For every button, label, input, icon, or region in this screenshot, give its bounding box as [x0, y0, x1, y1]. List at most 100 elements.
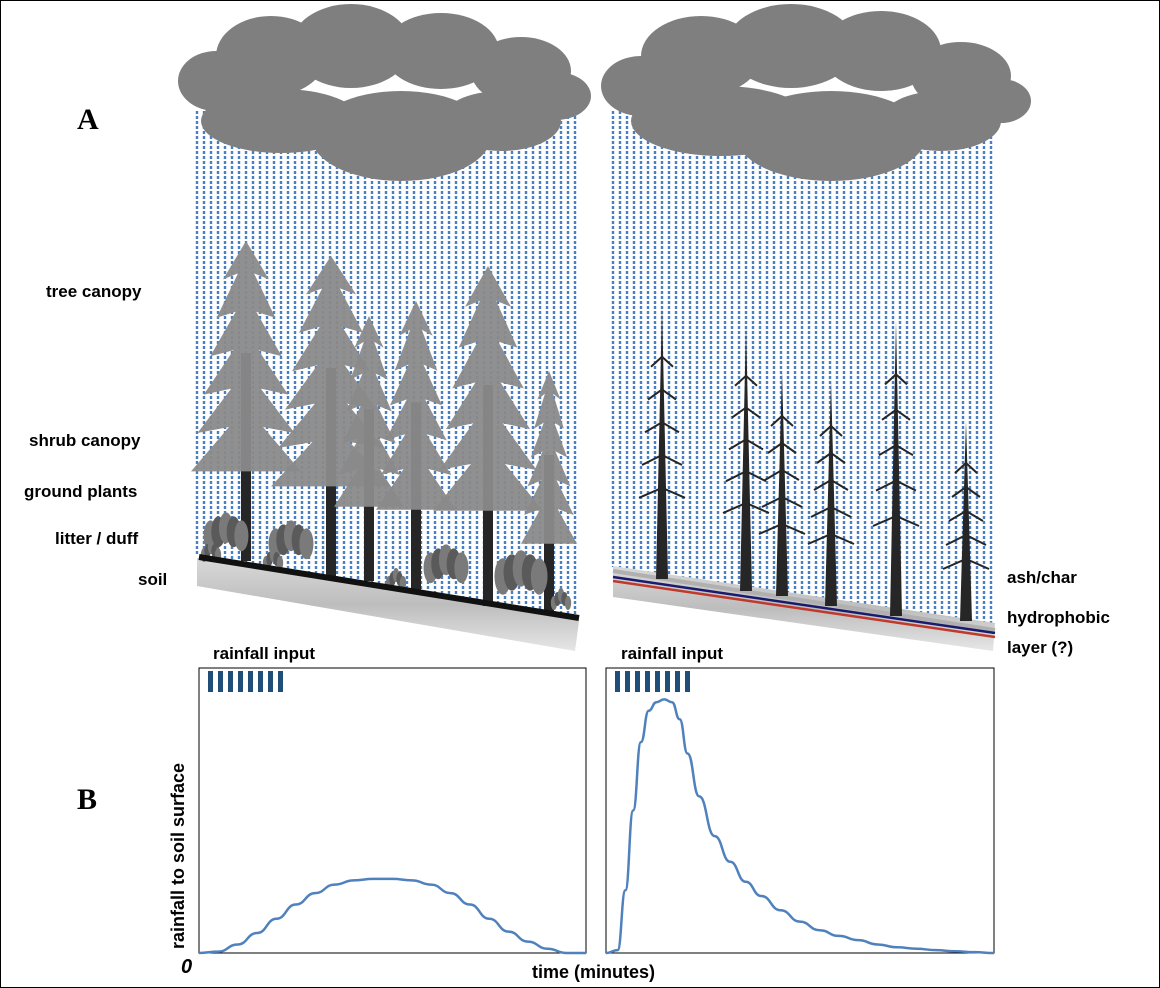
- rainfall-input-bar: [258, 671, 263, 692]
- rainfall-input-bar: [228, 671, 233, 692]
- rainfall-input-bar: [665, 671, 670, 692]
- shrub-leaf: [234, 520, 249, 552]
- label-tree-canopy: tree canopy: [46, 282, 142, 301]
- snag-branch: [644, 421, 680, 434]
- snag-branch: [770, 414, 794, 427]
- label-layer-question: layer (?): [1007, 638, 1073, 657]
- rainfall-input-bar: [685, 671, 690, 692]
- rainfall-input-bar: [278, 671, 283, 692]
- label-ash-char: ash/char: [1007, 568, 1077, 587]
- rainfall-input-bar: [268, 671, 273, 692]
- snag-trunk: [960, 421, 972, 621]
- runoff-curve-left: [198, 877, 586, 955]
- panel-b-label: B: [77, 783, 97, 816]
- live-trees: [191, 241, 577, 611]
- snag-branch: [650, 355, 674, 368]
- burned-trees: [638, 306, 990, 621]
- snag-branch: [725, 470, 767, 483]
- snag-branch: [951, 485, 981, 498]
- label-litter-duff: litter / duff: [55, 529, 138, 548]
- snag-branch: [884, 373, 908, 386]
- snag-branch: [819, 424, 843, 437]
- snag-branch: [647, 388, 677, 401]
- litter-duff-line: [198, 554, 580, 621]
- shrub-leaf: [454, 552, 469, 584]
- snag-branch: [641, 453, 683, 466]
- rain-right: [611, 111, 993, 624]
- cloud-right: [601, 4, 1031, 181]
- chart-unburned: [198, 667, 587, 955]
- rainfall-input-bar: [248, 671, 253, 692]
- shrub-leaf: [564, 596, 572, 610]
- snag-branch: [764, 468, 800, 481]
- snag-branch: [948, 509, 984, 522]
- runoff-curve-right: [605, 698, 995, 955]
- label-hydrophobic: hydrophobic: [1007, 608, 1110, 627]
- rainfall-input-bar: [645, 671, 650, 692]
- snag-branch: [878, 444, 914, 457]
- snag-trunk: [890, 321, 902, 616]
- shrub-leaf: [299, 528, 314, 560]
- snag-branch: [758, 522, 806, 535]
- rainfall-input-label-right: rainfall input: [621, 644, 723, 663]
- snag-branch: [807, 532, 855, 545]
- snag-trunk: [825, 381, 837, 606]
- snag-branch: [816, 451, 846, 464]
- rainfall-input-bar: [635, 671, 640, 692]
- snag-trunk: [656, 306, 668, 579]
- rainfall-input-label-left: rainfall input: [213, 644, 315, 663]
- rainfall-input-bar: [675, 671, 680, 692]
- snag-branch: [954, 461, 978, 474]
- shrub-leaf: [530, 558, 548, 595]
- soil-slope-left: [197, 558, 579, 651]
- ash-char-layer: [612, 569, 996, 632]
- shrubs: [200, 512, 572, 610]
- rainfall-input-bars-right: [615, 671, 690, 692]
- rainfall-input-bar: [238, 671, 243, 692]
- ash-char-line: [612, 575, 996, 635]
- chart-burned: [605, 667, 995, 955]
- snag-branch: [872, 514, 920, 527]
- x-axis-label: time (minutes): [532, 962, 655, 982]
- snag-branch: [734, 374, 758, 387]
- rainfall-input-bar: [208, 671, 213, 692]
- rainfall-input-bars-left: [208, 671, 283, 692]
- rainfall-input-bar: [218, 671, 223, 692]
- panel-a-label: A: [77, 103, 99, 136]
- hydrophobic-layer-line: [612, 579, 996, 639]
- snag-branch: [881, 408, 911, 421]
- snag-branch: [761, 495, 803, 508]
- rainfall-input-bar: [625, 671, 630, 692]
- plot-frame-left: [198, 667, 587, 954]
- snag-trunk: [776, 371, 788, 596]
- snag-branch: [875, 479, 917, 492]
- snag-branch: [945, 533, 987, 546]
- snag-branch: [813, 478, 849, 491]
- plot-frame-right: [605, 667, 995, 954]
- snag-branch: [810, 505, 852, 518]
- snag-branch: [728, 438, 764, 451]
- label-shrub-canopy: shrub canopy: [29, 431, 141, 450]
- x-origin-label: 0: [181, 956, 192, 978]
- unburned-forest-scene: [178, 4, 591, 651]
- y-axis-label: rainfall to soil surface: [168, 763, 188, 949]
- label-soil: soil: [138, 570, 167, 589]
- burned-forest-scene: [601, 4, 1031, 651]
- snag-branch: [731, 406, 761, 419]
- label-ground-plants: ground plants: [24, 482, 137, 501]
- shrub-leaf: [276, 556, 284, 570]
- snag-trunk: [740, 326, 752, 591]
- snag-branch: [942, 557, 990, 570]
- tree-canopy: [433, 266, 543, 511]
- rainfall-input-bar: [615, 671, 620, 692]
- tree-canopy: [334, 316, 404, 507]
- tree-canopy: [376, 301, 456, 510]
- snag-branch: [722, 501, 770, 514]
- tree-canopy: [191, 241, 301, 472]
- snag-branch: [638, 486, 686, 499]
- cloud-left: [178, 4, 591, 181]
- rainfall-input-bar: [655, 671, 660, 692]
- tree-canopy: [521, 371, 577, 544]
